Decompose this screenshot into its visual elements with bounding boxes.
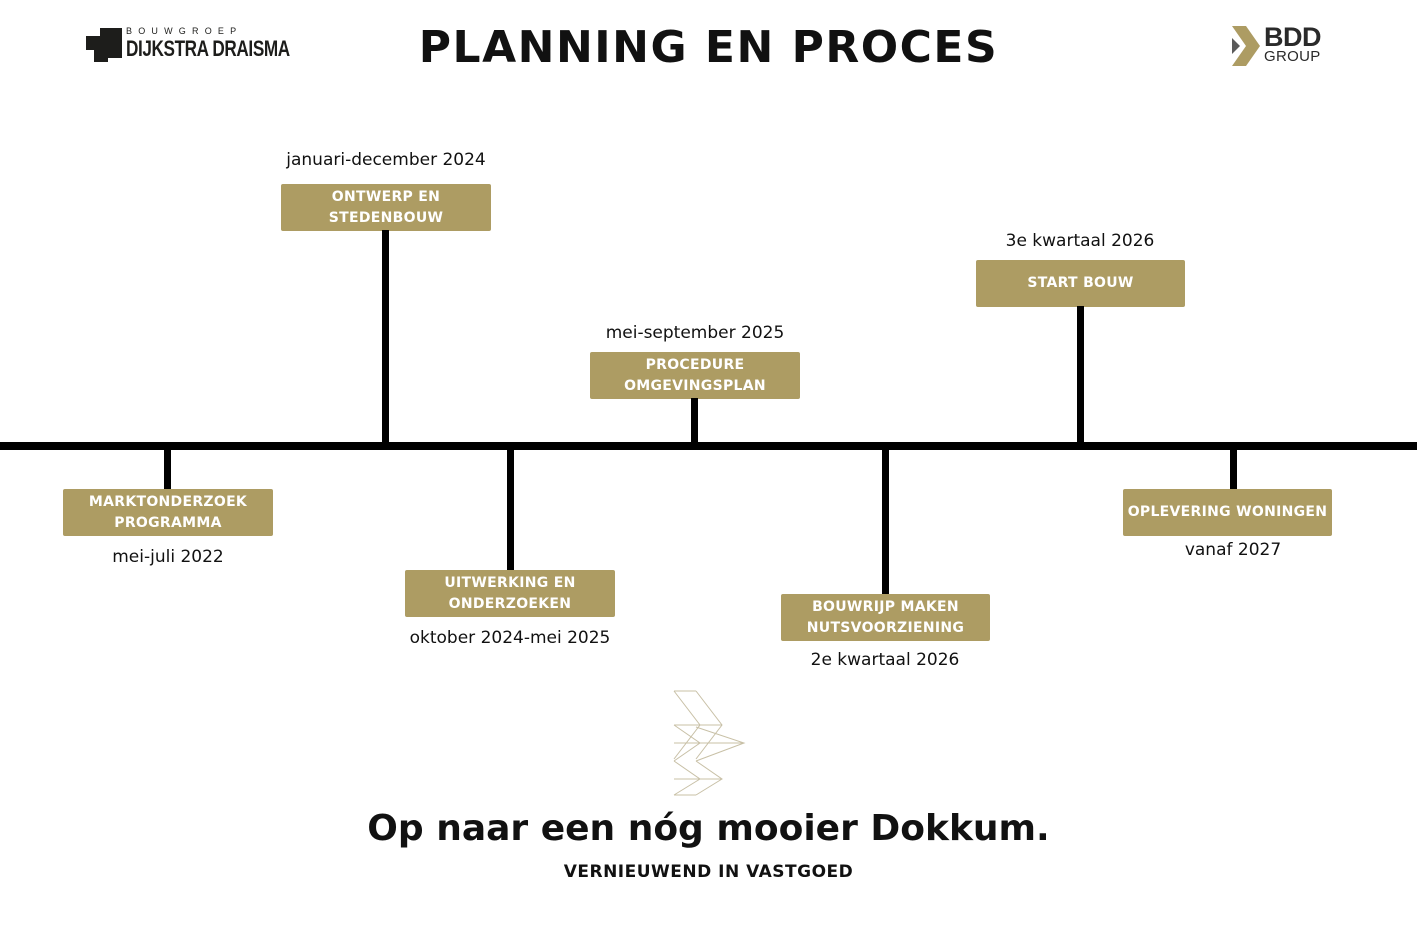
milestone-date-marktonderzoek: mei-juli 2022 [112,547,224,567]
bdd-group-logo: BDD GROUP [1232,22,1332,70]
bdd-chevron-icon [1232,26,1260,66]
milestone-box-marktonderzoek: MARKTONDERZOEK PROGRAMMA [63,489,273,536]
milestone-date-ontwerp: januari-december 2024 [286,150,486,170]
milestone-stem-oplevering [1230,446,1237,490]
logo-right-bottom-text: GROUP [1264,48,1321,65]
milestone-stem-procedure [691,398,698,446]
milestone-stem-bouwrijp [882,446,889,595]
milestone-box-oplevering: OPLEVERING WONINGEN [1123,489,1332,536]
milestone-box-bouwrijp: BOUWRIJP MAKEN NUTSVOORZIENING [781,594,990,641]
slogan: Op naar een nóg mooier Dokkum. [367,808,1050,849]
milestone-date-uitwerking: oktober 2024-mei 2025 [409,628,611,648]
dijkstra-draisma-logo: BOUWGROEP DIJKSTRA DRAISMA [86,26,290,66]
logo-left-small-text: BOUWGROEP [126,26,243,36]
milestone-box-uitwerking: UITWERKING EN ONDERZOEKEN [405,570,615,617]
milestone-box-start-bouw: START BOUW [976,260,1185,307]
tagline: VERNIEUWEND IN VASTGOED [563,862,854,882]
logo-right-top-text: BDD [1264,22,1322,52]
milestone-stem-marktonderzoek [164,446,171,490]
milestone-stem-uitwerking [507,446,514,571]
milestone-box-procedure: PROCEDURE OMGEVINGSPLAN [590,352,800,399]
milestone-date-procedure: mei-september 2025 [605,323,785,343]
milestone-date-bouwrijp: 2e kwartaal 2026 [810,650,960,670]
milestone-box-ontwerp: ONTWERP EN STEDENBOUW [281,184,491,231]
dijkstra-draisma-logo-icon [86,28,122,64]
milestone-stem-ontwerp [382,230,389,446]
milestone-date-start-bouw: 3e kwartaal 2026 [1005,231,1155,251]
logo-left-big-text: DIJKSTRA DRAISMA [126,36,290,61]
timeline-axis [0,442,1417,450]
milestone-stem-start-bouw [1077,306,1084,446]
page-title: PLANNING EN PROCES [418,22,999,73]
chevron-emblem-icon [673,690,746,796]
milestone-date-oplevering: vanaf 2027 [1184,540,1282,560]
